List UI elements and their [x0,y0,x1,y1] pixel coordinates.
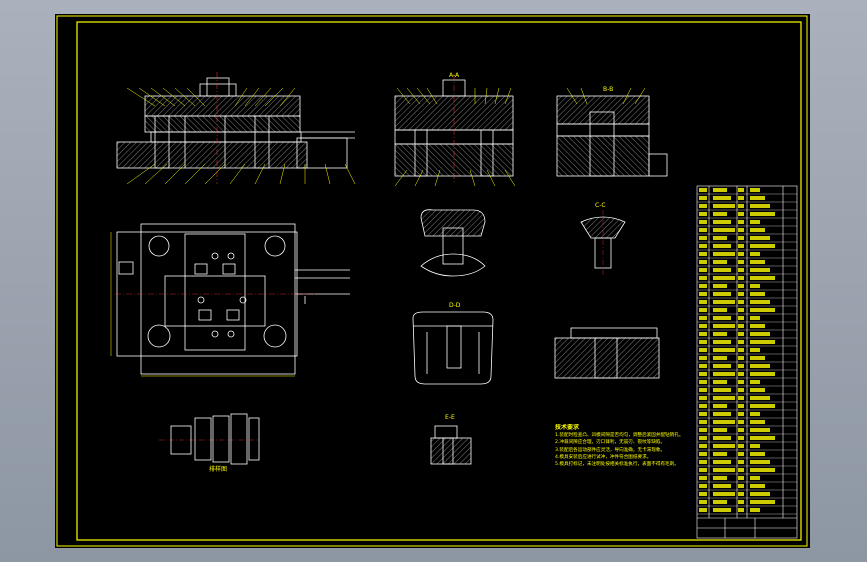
section-view-b [556,95,668,177]
section-d-label: D-D [449,302,461,309]
main-section-view [116,77,355,169]
section-a-label: A-A [449,72,460,79]
plan-view [115,223,350,375]
parts-list-rows [697,193,797,515]
assembly-drawing [56,15,808,547]
section-e-label: E-E [445,414,455,421]
detail-view-5 [430,425,472,465]
outer-border [56,15,808,547]
detail-view-2 [580,210,626,276]
section-view-a [394,79,514,177]
strip-layout-label: 排样图 [209,466,228,473]
parts-list-entries [699,188,775,512]
technical-note: 2.冲裁间隙应合理，刃口锋利，无崩刃、裂纹等缺陷。 [555,440,666,446]
technical-note: 1.装配时检查凸、凹模间隙是否均匀，调整后紧固并配钻销孔。 [555,433,684,439]
technical-note: 5.模具打标记，未注明处按相关标准执行，表面不得有毛刺。 [555,462,679,468]
technical-notes: 技术要求 1.装配时检查凸、凹模间隙是否均匀，调整后紧固并配钻销孔。 2.冲裁间… [555,424,705,468]
drawing-sheet[interactable]: 排样图 A-A B-B C-C D-D E-E 技术要求 1.装配时检查凸、凹模… [55,14,810,548]
technical-notes-title: 技术要求 [555,424,580,431]
strip-layout [159,413,260,465]
detail-view-4 [554,327,660,379]
detail-view-3 [412,311,494,385]
technical-note: 4.模具安装后应进行试冲，冲件符合图纸要求。 [555,454,652,460]
section-b-label: B-B [603,86,614,93]
technical-note: 3.装配后各运动部件应灵活，导向准确，无卡滞现象。 [555,447,666,453]
detail-view-1 [420,209,486,277]
section-c-label: C-C [595,202,606,209]
inner-border [76,21,802,541]
main-section-leaders [126,87,356,185]
